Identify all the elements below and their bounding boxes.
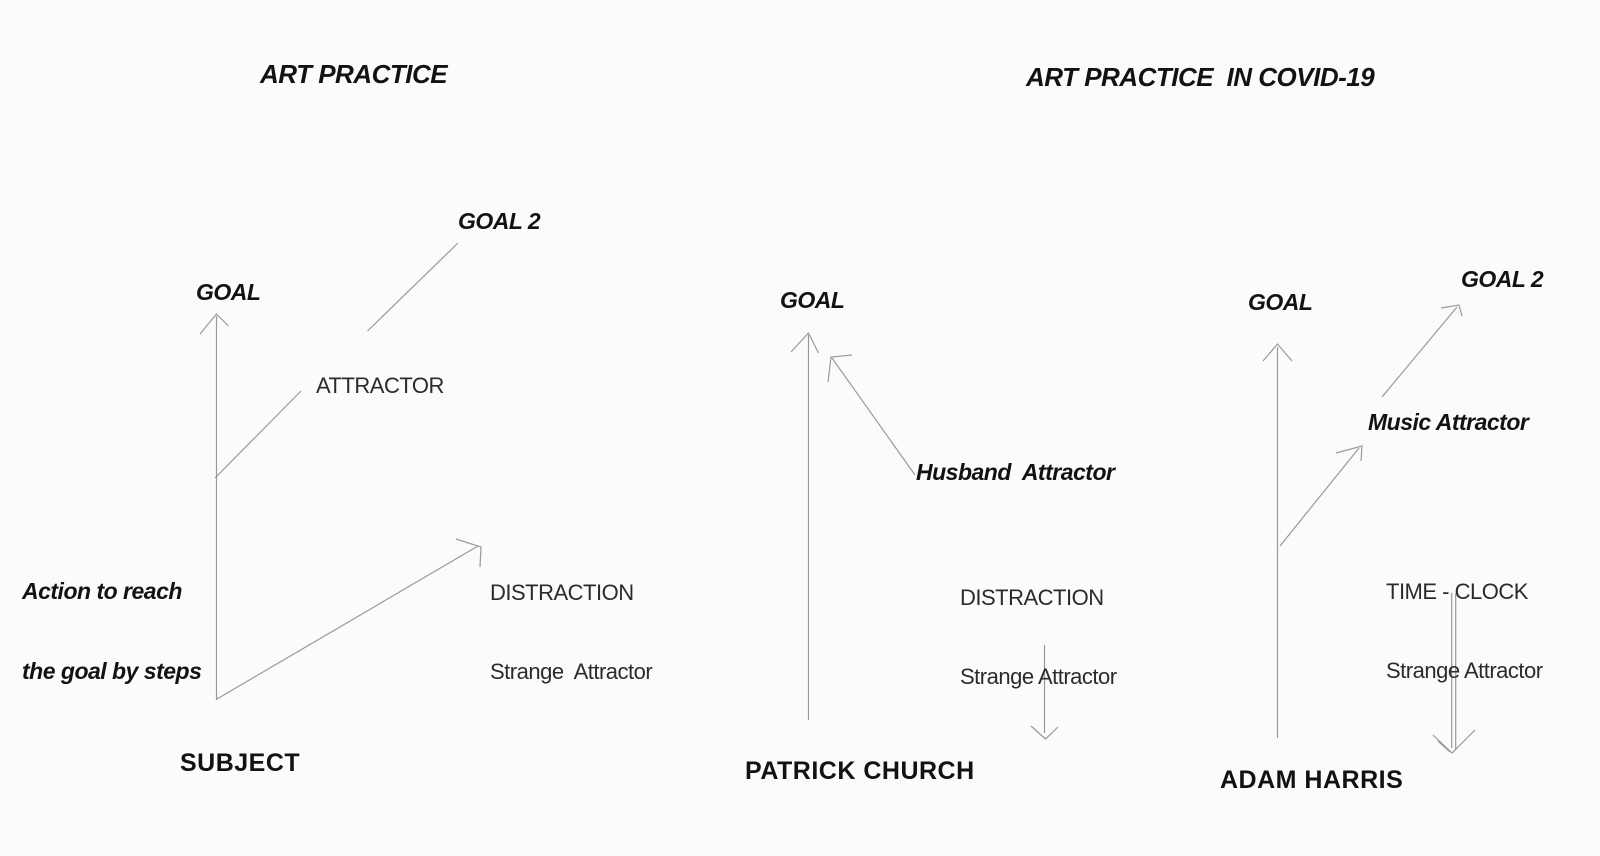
left-distraction-arrow	[216, 538, 482, 700]
left-action-line1: Action to reach	[22, 578, 182, 604]
middle-distraction-label: DISTRACTION Strange Attractor	[960, 532, 1117, 742]
middle-husband-attractor-label: Husband Attractor	[916, 459, 1115, 485]
right-goal2-arrow	[1381, 304, 1463, 398]
right-time-clock-line2: Strange Attractor	[1386, 658, 1543, 683]
left-goal2-label: GOAL 2	[458, 208, 541, 234]
middle-goal-label: GOAL	[780, 287, 845, 313]
middle-distraction-line1: DISTRACTION	[960, 585, 1104, 610]
left-distraction-line1: DISTRACTION	[490, 580, 634, 605]
middle-distraction-line2: Strange Attractor	[960, 664, 1117, 689]
left-attractor-label: ATTRACTOR	[316, 373, 444, 398]
right-time-clock-line1: TIME - CLOCK	[1386, 579, 1528, 604]
middle-distraction-down-arrow	[1030, 645, 1059, 740]
left-distraction-label: DISTRACTION Strange Attractor	[490, 527, 653, 737]
right-time-clock-double-arrow	[1432, 593, 1476, 754]
right-time-clock-label: TIME - CLOCK Strange Attractor	[1386, 526, 1543, 736]
right-music-attractor-label: Music Attractor	[1368, 409, 1529, 435]
left-diagram-title: ART PRACTICE	[260, 59, 448, 89]
middle-goal-arrow	[790, 331, 820, 720]
left-action-line2: the goal by steps	[22, 658, 202, 684]
right-goal-label: GOAL	[1248, 289, 1313, 315]
right-subject-label: ADAM HARRIS	[1220, 766, 1404, 794]
left-distraction-line2: Strange Attractor	[490, 659, 653, 684]
middle-subject-label: PATRICK CHURCH	[745, 757, 975, 785]
right-goal-arrow	[1262, 343, 1293, 738]
right-goal2-label: GOAL 2	[1461, 266, 1544, 292]
right-music-attractor-arrow	[1279, 445, 1363, 547]
left-action-label: Action to reach the goal by steps	[22, 524, 202, 738]
left-goal-label: GOAL	[196, 279, 261, 305]
left-subject-label: SUBJECT	[180, 749, 301, 777]
middle-diagram-title: ART PRACTICE IN COVID-19	[1026, 62, 1375, 92]
left-attractor-line	[214, 242, 459, 479]
middle-husband-attractor-arrow	[827, 354, 916, 476]
left-goal-arrow	[199, 313, 229, 700]
